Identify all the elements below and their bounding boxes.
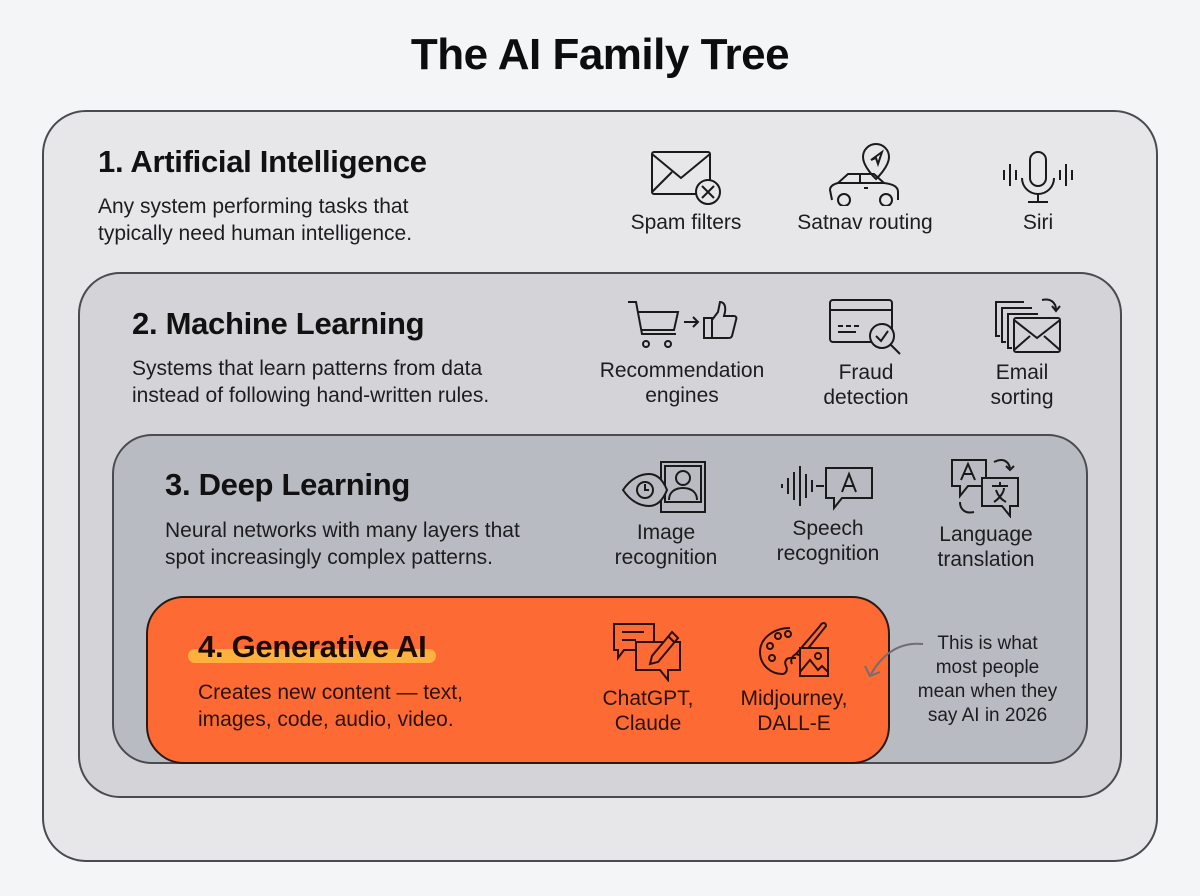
example-email-sorting: Email sorting [922,296,1122,410]
palette-image-icon [758,622,829,677]
example-speech-recognition: Speech recognition [728,460,928,566]
level-2-description: Systems that learn patterns from data in… [132,357,490,407]
example-label: Speech recognition [776,517,880,565]
eye-portrait-icon [621,461,706,513]
example-label: Recommendation engines [599,359,765,407]
soundwave-speech-icon [781,466,873,511]
level-2-heading: 2. Machine Learning [132,306,425,341]
level-1-heading: 1. Artificial Intelligence [98,144,427,179]
example-chatgpt-claude: ChatGPT, Claude [548,620,748,736]
email-blocked-icon [651,151,721,205]
microphone-icon [1003,151,1073,203]
level-1-description: Any system performing tasks that typical… [98,195,413,245]
level-3-description: Neural networks with many layers that sp… [165,519,520,569]
cart-to-thumbs-up-icon [628,300,738,348]
example-label: ChatGPT, Claude [602,687,694,735]
example-label: Satnav routing [797,211,933,234]
level-4-heading-text: 4. Generative AI [198,629,427,664]
page-title: The AI Family Tree [410,30,790,79]
level-4-genai-box [146,596,890,764]
curved-arrow-icon [864,642,924,678]
level-4-description: Creates new content — text, images, code… [198,681,463,731]
chat-pencil-icon [613,623,681,682]
stacked-email-icon [995,298,1061,353]
example-midjourney-dalle: Midjourney, DALL-E [694,618,894,736]
annotation-note: This is what most people mean when they … [917,633,1058,726]
example-fraud-detection: Fraud detection [766,296,966,410]
example-label: Spam filters [630,211,742,234]
example-siri: Siri [938,150,1138,235]
example-label: Siri [1022,211,1054,234]
example-image-recognition: Image recognition [566,458,766,570]
example-recommendation-engines: Recommendation engines [582,298,782,408]
heading-highlight [188,649,437,663]
example-spam-filters: Spam filters [586,148,786,235]
example-label: Fraud detection [823,361,909,409]
example-label: Image recognition [614,521,718,569]
translate-icon [951,459,1019,518]
credit-card-check-icon [829,299,901,355]
example-label: Midjourney, DALL-E [740,687,848,735]
example-language-translation: Language translation [886,456,1086,572]
level-4-heading: 4. Generative AI [188,629,437,665]
example-label: Email sorting [990,361,1054,409]
level-3-heading: 3. Deep Learning [165,467,410,502]
example-label: Language translation [937,523,1035,571]
example-satnav-routing: Satnav routing [765,140,965,235]
car-navigation-icon [828,142,899,206]
